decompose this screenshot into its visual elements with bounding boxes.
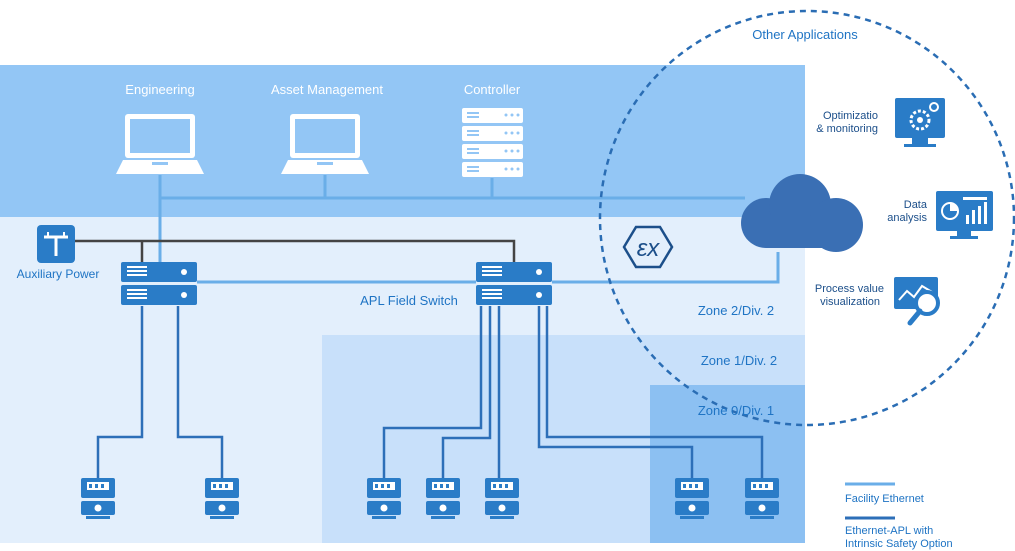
auxiliary-power-line <box>75 239 516 262</box>
engineering-laptop-icon <box>116 114 204 174</box>
apl-field-switch-label: APL Field Switch <box>360 293 458 308</box>
process-value-label-line1: Process value <box>815 283 884 295</box>
data-analysis-label-line1: Data <box>904 199 928 211</box>
legend-apl-label-line1: Ethernet-APL with <box>845 525 933 537</box>
engineering-label: Engineering <box>125 82 194 97</box>
zone0-area <box>650 385 805 543</box>
legend-apl-label-line2: Intrinsic Safety Option <box>845 538 953 550</box>
data-analysis-label-line2: analysis <box>887 212 927 224</box>
controller-server-icon <box>462 108 523 177</box>
asset-management-laptop-icon <box>281 114 369 174</box>
cloud-icon <box>741 174 863 252</box>
other-applications-boundary <box>598 9 1015 427</box>
auxiliary-power-label: Auxiliary Power <box>17 267 100 281</box>
process-value-label-line2: visualization <box>820 296 880 308</box>
other-applications-label: Other Applications <box>752 27 858 42</box>
optimization-monitor-icon <box>895 98 945 147</box>
facility-ethernet-lines <box>158 175 780 284</box>
asset-management-label: Asset Management <box>271 82 383 97</box>
zone0-label: Zone 0/Div. 1 <box>698 403 774 418</box>
optimization-label-line1: Optimizatio <box>823 110 878 122</box>
auxiliary-power-icon <box>37 225 75 263</box>
apl-lines <box>96 306 764 478</box>
optimization-label-line2: & monitoring <box>816 123 878 135</box>
controller-label: Controller <box>464 82 521 97</box>
ex-icon: εx <box>622 225 674 269</box>
legend-facility-label: Facility Ethernet <box>845 493 924 505</box>
process-visualization-icon <box>894 277 940 326</box>
control-level-band <box>0 65 805 217</box>
data-analysis-dashboard-icon <box>936 191 993 239</box>
svg-text:εx: εx <box>637 235 661 262</box>
zone1-label: Zone 1/Div. 2 <box>701 353 777 368</box>
zone2-label: Zone 2/Div. 2 <box>698 303 774 318</box>
